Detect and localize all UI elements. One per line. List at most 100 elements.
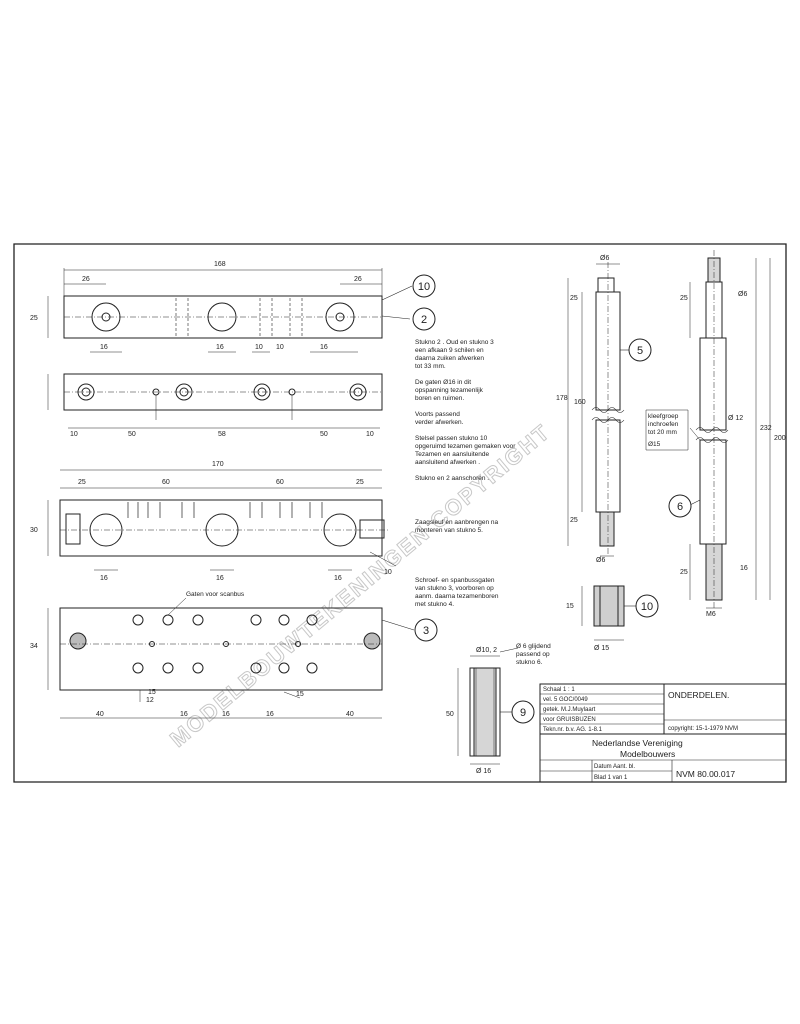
dim-bush-bore: Ø10, 2	[476, 647, 497, 654]
note-bush-fit-2: passend op	[516, 651, 550, 658]
note-line: Tezamen en aansluitende	[415, 451, 489, 458]
titleblock-drawing-no: Tekn.nr. b.v. AG. 1-8.1	[543, 727, 603, 733]
titleblock-drawn-by: getek. M.J.Muylaart	[543, 707, 596, 713]
dim-shaft5-end: 25	[570, 517, 578, 524]
dim-block-4: 25	[356, 479, 364, 486]
note-line: opgeruimd tezamen gemaken voor	[415, 443, 516, 450]
dim-block-length: 170	[212, 461, 224, 468]
part-label-5: 5	[637, 345, 643, 357]
note-line: daarna zuiken afwerken	[415, 355, 484, 362]
part-label-10: 10	[418, 281, 430, 293]
titleblock-page: Blad 1 van 1	[594, 775, 628, 781]
dim-plan-8: 40	[346, 711, 354, 718]
dim-shaft5-top: Ø6	[600, 255, 609, 262]
dim-slot-2: 10	[276, 344, 284, 351]
dim-side-5: 10	[366, 431, 374, 438]
note-inchroefen: inchroefen	[648, 421, 679, 428]
note-kleefgroep: kleefgroep	[648, 413, 679, 420]
dim-plan-7: 16	[266, 711, 274, 718]
part-9-bush	[458, 648, 518, 764]
dim-right-offset: 26	[354, 276, 362, 283]
dim-plan-4: 40	[96, 711, 104, 718]
note-line: De gaten Ø16 in dit	[415, 379, 471, 386]
watermark: MODELBOUWTEKENINGEN COPYRIGHT	[165, 418, 556, 752]
part-label-6: 6	[677, 501, 683, 513]
dim-shaft6-thread: 16	[740, 565, 748, 572]
dim-bush-length: 50	[446, 711, 454, 718]
dim-block-2: 60	[162, 479, 170, 486]
note-line: Stukno 2 . Oud en stukno 3	[415, 339, 494, 346]
note-line: met stukno 4.	[415, 601, 454, 608]
note-tot-20mm: tot 20 mm	[648, 429, 677, 436]
notes-block: Stukno 2 . Oud en stukno 3 een afkaan 9 …	[415, 339, 516, 608]
dim-shaft6-end: 25	[680, 569, 688, 576]
dim-shaft6-total: 232	[760, 425, 772, 432]
dim-bush-diameter: Ø 16	[476, 768, 491, 775]
note-line: Schroef- en spanbussgaten	[415, 577, 495, 584]
note-line: van stukno 3, voorboren op	[415, 585, 494, 592]
note-line: Voorts passend	[415, 411, 460, 418]
titleblock-org-2: Modelbouwers	[620, 749, 675, 759]
note-bush-fit-3: stukno 6.	[516, 659, 543, 666]
dim-shaft6-head: 25	[680, 295, 688, 302]
dim-left-offset: 26	[82, 276, 90, 283]
dim-nut-height: 15	[566, 603, 574, 610]
note-line: Zaagsleuf en aanbrengen na	[415, 519, 499, 526]
note-gaten-voor-scanbus: Gaten voor scanbus	[186, 591, 245, 598]
part-3-front-view	[48, 470, 396, 570]
dim-plan-1: 12	[146, 697, 154, 704]
part-5-shaft	[568, 262, 630, 556]
dim-block-slot: 10	[384, 569, 392, 576]
part-label-9: 9	[520, 707, 526, 719]
dim-plan-5: 16	[180, 711, 188, 718]
part-bubbles	[413, 275, 691, 723]
note-line: een afkaan 9 schilen en	[415, 347, 484, 354]
part-2-side-view	[48, 374, 382, 428]
titleblock-number: NVM 80.00.017	[676, 769, 735, 779]
note-line: Stukno en 2 aanschoren .	[415, 475, 489, 482]
dim-block-bore-1: 16	[100, 575, 108, 582]
dim-block-3: 60	[276, 479, 284, 486]
dim-height: 25	[30, 315, 38, 322]
dim-block-bore-3: 16	[334, 575, 342, 582]
dim-plan-height: 34	[30, 643, 38, 650]
dim-bore-3: 16	[320, 344, 328, 351]
titleblock-scale: Schaal 1 : 1	[543, 687, 575, 693]
note-diameter-15: Ø15	[648, 441, 661, 448]
dim-block-bore-2: 16	[216, 575, 224, 582]
dim-bore-1: 16	[100, 344, 108, 351]
titleblock-name: ONDERDELEN.	[668, 690, 729, 700]
watermark-text: MODELBOUWTEKENINGEN COPYRIGHT	[165, 419, 555, 752]
dim-shaft6-body: 200	[774, 435, 786, 442]
dim-slot: 10	[255, 344, 263, 351]
dim-overall-length: 168	[214, 261, 226, 268]
titleblock-org-1: Nederlandse Vereniging	[592, 738, 683, 748]
note-line: boren en ruimen.	[415, 395, 464, 402]
dim-plan-2: 15	[148, 689, 156, 696]
note-line: opspanning tezamenlijk	[415, 387, 484, 394]
part-2-top-view	[48, 268, 412, 352]
dim-bore-2: 16	[216, 344, 224, 351]
note-line: Stelsel passen stukno 10	[415, 435, 488, 442]
part-label-2: 2	[421, 314, 427, 326]
part-10-nut	[582, 586, 636, 640]
dim-side-1: 10	[70, 431, 78, 438]
dim-side-4: 50	[320, 431, 328, 438]
dim-shaft6-tip: M6	[706, 611, 716, 618]
title-block	[540, 684, 786, 782]
note-line: aansluitend afwerken .	[415, 459, 480, 466]
dim-plan-6: 16	[222, 711, 230, 718]
titleblock-for: voor GRUISBUZEN	[543, 717, 596, 723]
dim-shaft6-top: Ø6	[738, 291, 747, 298]
part-label-3: 3	[423, 625, 429, 637]
note-bush-fit-1: Ø 6 glijdend	[516, 643, 551, 650]
dim-shaft5-total: 178	[556, 395, 568, 402]
dim-shaft6-dia: Ø 12	[728, 415, 743, 422]
dim-block-height: 30	[30, 527, 38, 534]
dim-nut-diameter: Ø 15	[594, 645, 609, 652]
dim-shaft5-head: 25	[570, 295, 578, 302]
dim-plan-3: 15	[296, 691, 304, 698]
sheet-border	[14, 244, 786, 782]
part-3-plan-view	[48, 598, 414, 718]
